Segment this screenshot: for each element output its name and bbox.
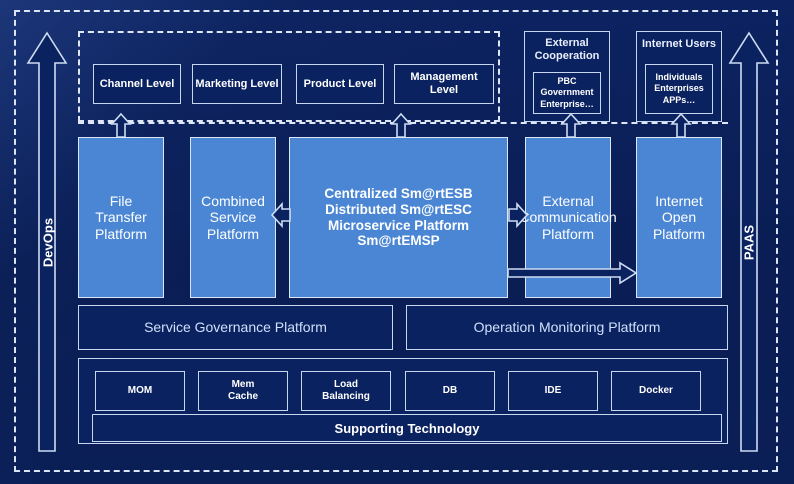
platform-label: External Communication Platform	[519, 192, 617, 242]
level-label: Channel Level	[99, 77, 175, 90]
operation-monitoring-platform[interactable]: Operation Monitoring Platform	[406, 305, 728, 350]
tech-box-mem-cache[interactable]: Mem Cache	[198, 371, 288, 411]
level-box-management[interactable]: Management Level	[394, 64, 494, 104]
level-box-channel[interactable]: Channel Level	[93, 64, 181, 104]
outer-dashed-frame	[14, 10, 778, 472]
tech-label: Load Balancing	[322, 379, 370, 402]
level-box-product[interactable]: Product Level	[296, 64, 384, 104]
external-cooperation-card[interactable]: External Cooperation PBC Government Ente…	[524, 31, 610, 122]
external-cooperation-inner: PBC Government Enterprise…	[533, 72, 601, 114]
tech-label: DB	[442, 385, 458, 397]
tech-label: Mem Cache	[227, 379, 258, 402]
tech-box-db[interactable]: DB	[405, 371, 495, 411]
flow-arrow-left	[270, 200, 292, 230]
supporting-technology-bar[interactable]: Supporting Technology	[92, 414, 722, 442]
internet-users-title: Internet Users	[642, 38, 716, 50]
external-cooperation-title: External Cooperation	[534, 37, 600, 63]
platform-label: File Transfer Platform	[94, 192, 148, 242]
governance-label: Service Governance Platform	[144, 319, 327, 336]
tech-box-ide[interactable]: IDE	[508, 371, 598, 411]
level-box-marketing[interactable]: Marketing Level	[192, 64, 282, 104]
tech-label: Docker	[639, 385, 673, 397]
tech-label: IDE	[544, 385, 562, 397]
platform-core-esb-esc-emsp[interactable]: Centralized Sm@rtESB Distributed Sm@rtES…	[289, 137, 508, 298]
devops-arrow	[26, 30, 68, 454]
tech-box-mom[interactable]: MOM	[95, 371, 185, 411]
business-levels-group	[78, 31, 500, 122]
platform-label: Combined Service Platform	[201, 192, 265, 242]
service-governance-platform[interactable]: Service Governance Platform	[78, 305, 393, 350]
platform-file-transfer[interactable]: File Transfer Platform	[78, 137, 164, 298]
internet-users-card[interactable]: Internet Users Individuals Enterprises A…	[636, 31, 722, 122]
uplink-arrow-core-platform	[390, 112, 412, 138]
level-label: Marketing Level	[195, 77, 279, 90]
devops-label: DevOps	[40, 217, 56, 268]
supporting-technology-label: Supporting Technology	[334, 420, 480, 436]
tech-box-docker[interactable]: Docker	[611, 371, 701, 411]
level-label: Management Level	[410, 71, 478, 96]
paas-arrow	[728, 30, 770, 454]
platform-label: Centralized Sm@rtESB Distributed Sm@rtES…	[324, 185, 473, 249]
governance-label: Operation Monitoring Platform	[473, 319, 661, 336]
paas-label: PAAS	[741, 224, 757, 261]
flow-arrow-right	[507, 200, 529, 230]
internet-users-inner: Individuals Enterprises APPs…	[645, 64, 713, 114]
uplink-arrow-internet-open	[670, 112, 692, 138]
level-label: Product Level	[303, 77, 377, 90]
uplink-arrow-file-transfer	[110, 112, 132, 138]
platform-label: Internet Open Platform	[652, 192, 706, 242]
platform-combined-service[interactable]: Combined Service Platform	[190, 137, 276, 298]
uplink-arrow-external-communication	[560, 112, 582, 138]
tech-label: MOM	[127, 385, 153, 397]
tech-box-load-balancing[interactable]: Load Balancing	[301, 371, 391, 411]
flow-arrow-to-internet-open	[507, 261, 638, 288]
platform-internet-open[interactable]: Internet Open Platform	[636, 137, 722, 298]
